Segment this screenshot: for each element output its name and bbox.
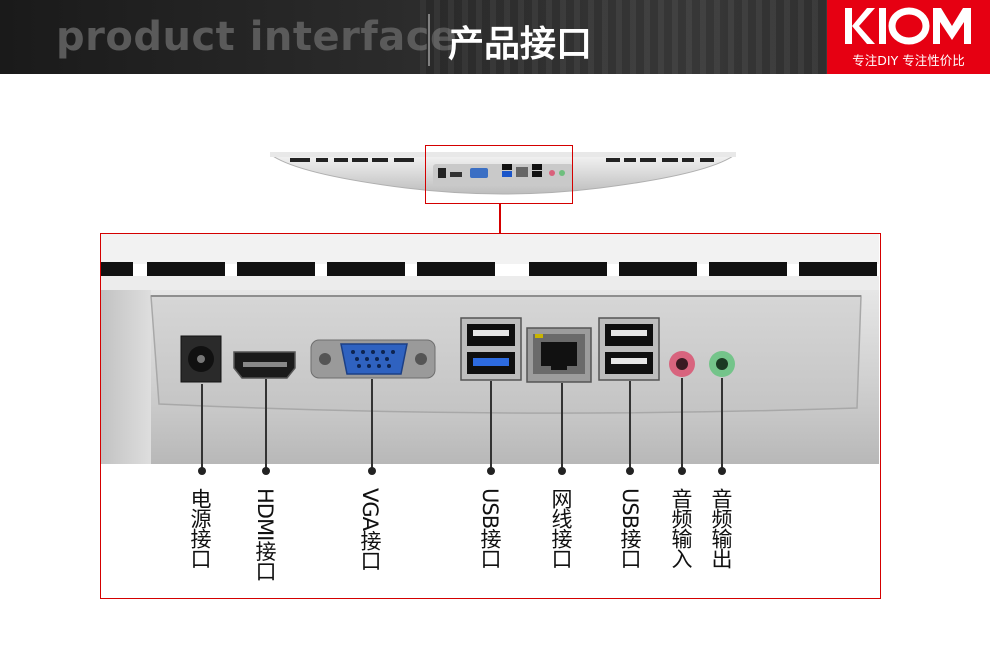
usb-port-icon <box>598 317 660 381</box>
header-banner: product interface 产品接口 <box>0 0 990 74</box>
hdmi-port-icon <box>233 351 296 379</box>
audio-in-jack-icon <box>669 351 695 377</box>
leader-line-power <box>201 384 203 470</box>
leader-dot-usb-1 <box>487 467 495 475</box>
leader-dot-usb-2 <box>626 467 634 475</box>
leader-dot-audio-out <box>718 467 726 475</box>
brand-logo: 专注DIY 专注性价比 <box>827 0 990 74</box>
kiom-logo-icon <box>845 7 971 45</box>
leader-dot-ethernet <box>558 467 566 475</box>
leader-line-hdmi <box>265 379 267 470</box>
header-divider <box>428 14 430 66</box>
leader-line-usb-2 <box>629 381 631 470</box>
audio-out-jack-icon <box>709 351 735 377</box>
leader-dot-audio-in <box>678 467 686 475</box>
leader-line-ethernet <box>561 383 563 470</box>
port-label-audio-in: 音频输入 <box>669 488 694 568</box>
zoom-panel: 电源接口 HDMI接口 VGA接口 USB接口 网线接口 USB接口 音频输入 … <box>100 233 881 599</box>
leader-dot-hdmi <box>262 467 270 475</box>
header-title-cn: 产品接口 <box>448 24 593 65</box>
leader-dot-vga <box>368 467 376 475</box>
leader-line-usb-1 <box>490 381 492 470</box>
port-label-ethernet: 网线接口 <box>549 488 574 568</box>
usb-port-icon <box>460 317 522 381</box>
port-label-usb-2: USB接口 <box>618 488 643 569</box>
leader-dot-power <box>198 467 206 475</box>
header-title-en: product interface <box>56 14 458 60</box>
port-label-audio-out: 音频输出 <box>709 488 734 568</box>
leader-line-vga <box>371 379 373 470</box>
port-label-hdmi: HDMI接口 <box>253 488 278 581</box>
ports-closeup-image <box>101 234 879 464</box>
mini-highlight-box <box>425 145 573 204</box>
connector-line <box>499 204 501 234</box>
leader-line-audio-out <box>721 378 723 470</box>
logo-slogan: 专注DIY 专注性价比 <box>852 53 965 68</box>
ethernet-port-icon <box>526 327 592 383</box>
port-label-power: 电源接口 <box>188 488 213 568</box>
vga-port-icon <box>310 339 436 379</box>
port-label-usb-1: USB接口 <box>478 488 503 569</box>
leader-line-audio-in <box>681 378 683 470</box>
port-label-vga: VGA接口 <box>358 488 383 571</box>
device-overview-image <box>270 152 736 195</box>
dc-power-jack-icon <box>180 335 222 383</box>
